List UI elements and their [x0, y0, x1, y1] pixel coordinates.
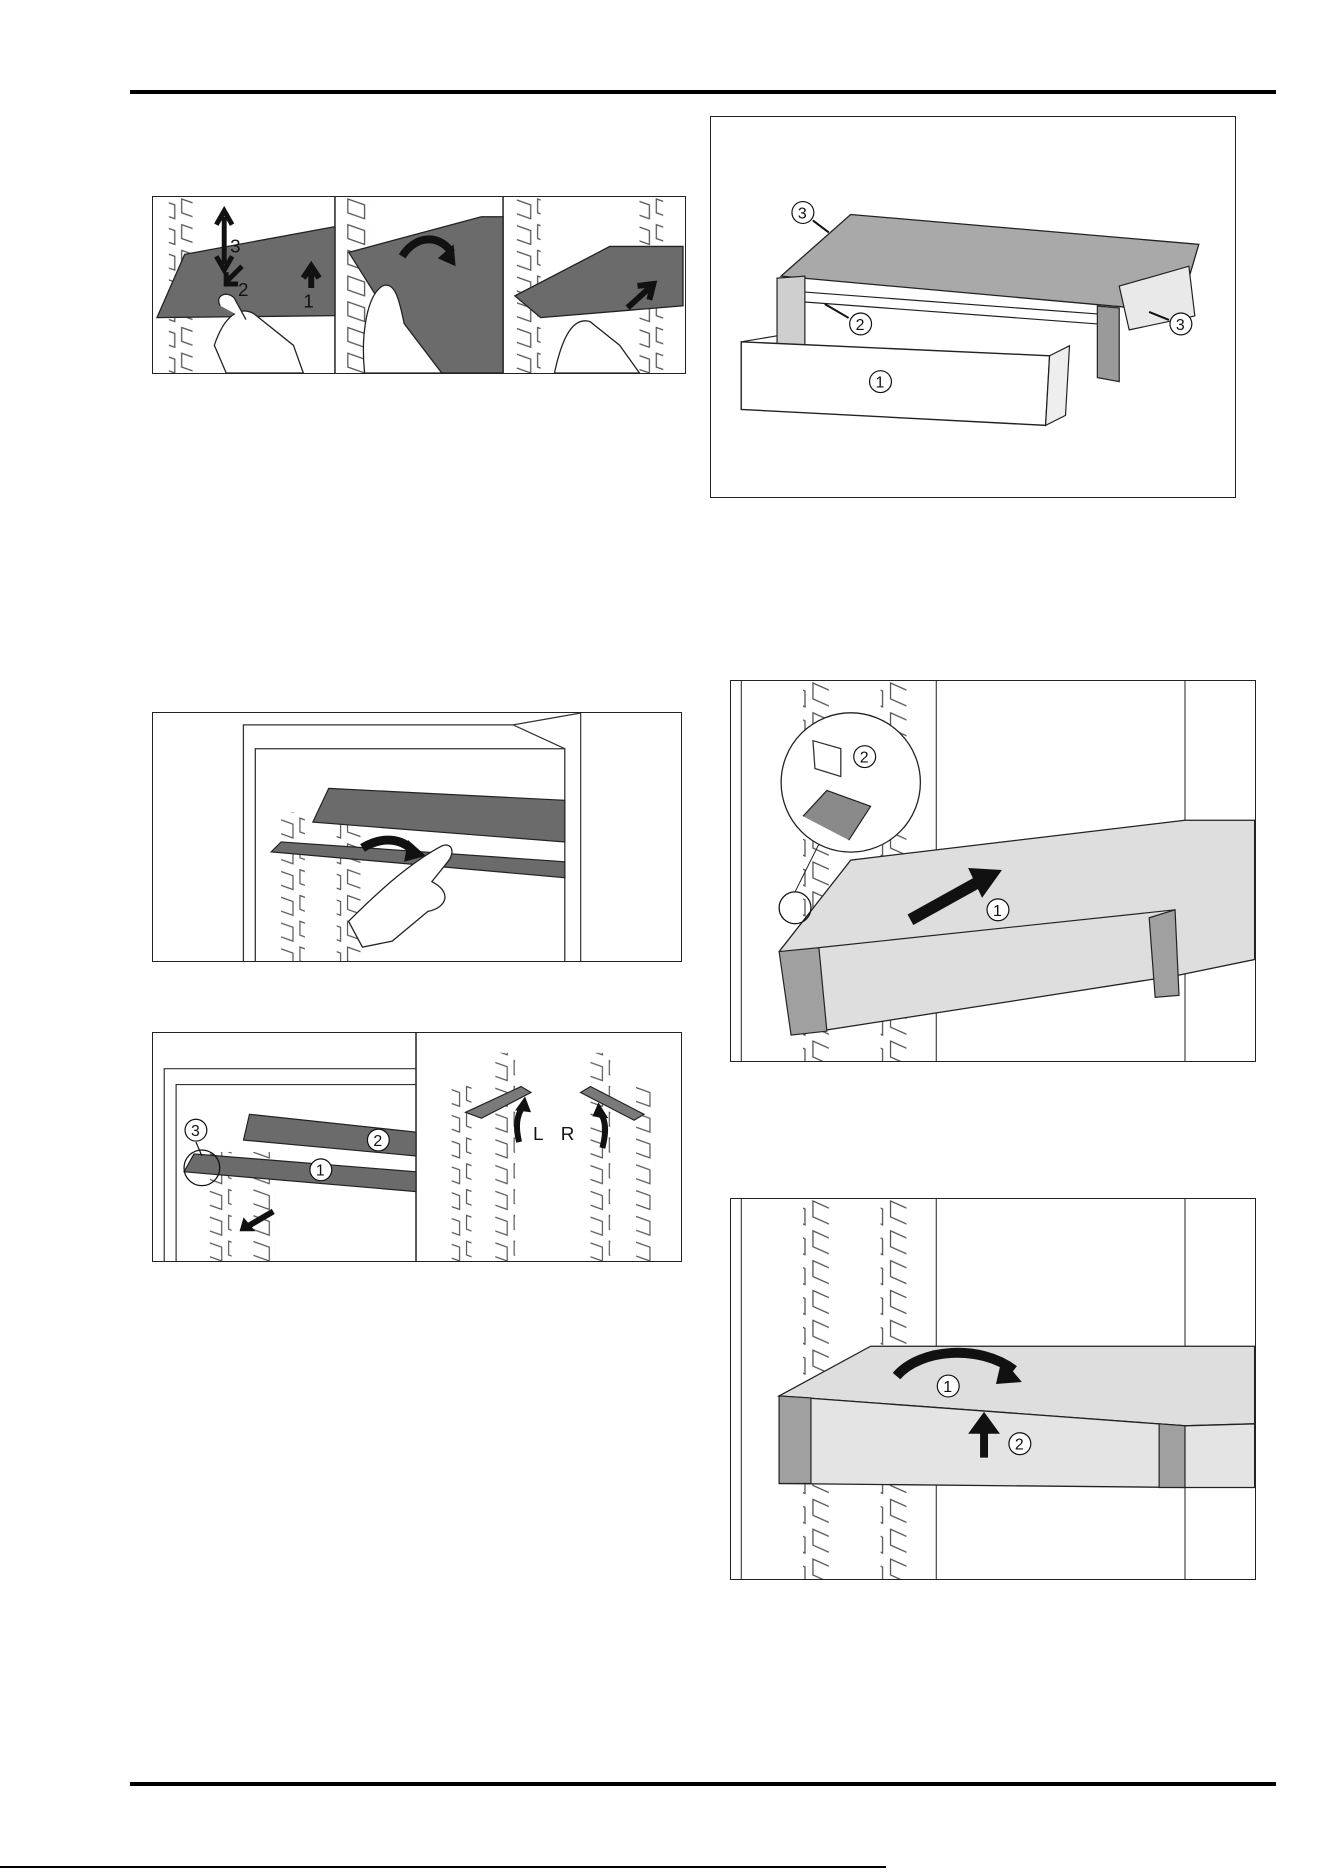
footer-rule [130, 1782, 1276, 1786]
figure-drawer-insert: 1 2 [730, 680, 1256, 1062]
shelf-step-label-1: 1 [303, 291, 313, 312]
svg-text:1: 1 [993, 903, 1002, 920]
shelf-step-label-3: 3 [230, 235, 240, 256]
callout-cover-left: 3 [792, 202, 829, 233]
svg-text:2: 2 [373, 1133, 382, 1150]
support-right-label: R [561, 1123, 575, 1144]
svg-text:2: 2 [1015, 1437, 1024, 1454]
callout-rotate: 1 [937, 1375, 959, 1397]
drawer-insert-illustration: 1 2 [731, 681, 1255, 1061]
callout-lift: 2 [1009, 1433, 1031, 1455]
drawer-rotate-illustration: 1 2 [731, 1199, 1255, 1579]
shelf-steps-illustration: 3 2 1 [153, 197, 685, 373]
figure-remove-shelf: 1 2 3 L R [152, 1032, 682, 1262]
drawer-assembly-illustration: 1 2 3 3 [711, 117, 1235, 497]
callout-rail-hook: 2 [854, 746, 876, 768]
push-shelf-illustration [153, 713, 681, 961]
shelf-step-label-2: 2 [238, 279, 248, 300]
figure-drawer-rotate: 1 2 [730, 1198, 1256, 1580]
svg-text:2: 2 [860, 750, 869, 767]
svg-text:1: 1 [876, 375, 885, 392]
svg-text:3: 3 [1176, 317, 1185, 334]
svg-text:1: 1 [943, 1379, 952, 1396]
support-left-label: L [533, 1123, 543, 1144]
figure-shelf-steps: 3 2 1 [152, 196, 686, 374]
callout-upper-shelf: 2 [367, 1129, 389, 1151]
svg-text:1: 1 [316, 1163, 325, 1180]
callout-drawer-push: 1 [987, 899, 1009, 921]
svg-text:3: 3 [798, 205, 807, 222]
callout-rail: 2 [825, 304, 872, 335]
callout-lower-shelf: 1 [310, 1159, 332, 1181]
figure-drawer-assembly: 1 2 3 3 [710, 116, 1236, 498]
footnote-rule [0, 1866, 886, 1868]
svg-text:3: 3 [191, 1123, 200, 1140]
header-rule [130, 90, 1276, 94]
callout-drawer: 1 [870, 371, 892, 393]
figure-push-shelf [152, 712, 682, 962]
svg-text:2: 2 [856, 317, 865, 334]
remove-shelf-illustration: 1 2 3 L R [153, 1033, 681, 1261]
